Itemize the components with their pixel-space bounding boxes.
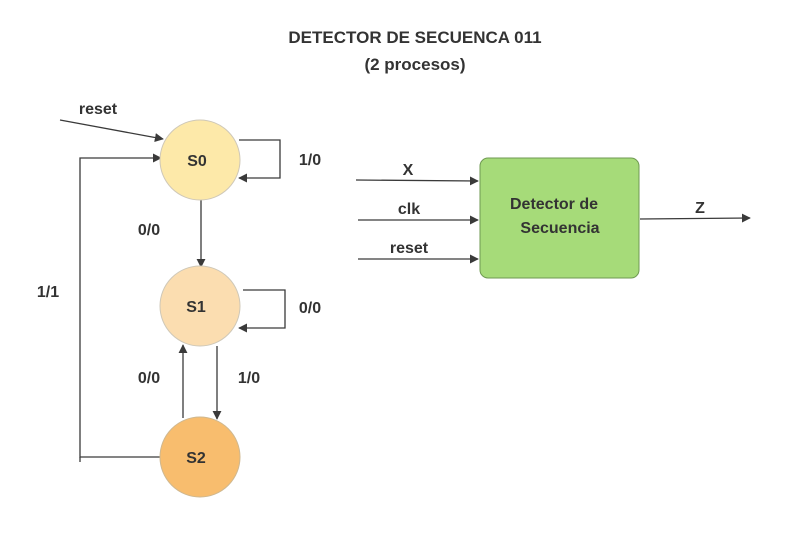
state-s0-label: S0 (187, 153, 207, 170)
input-x-arrow (355, 176, 479, 186)
state-s1-label: S1 (186, 299, 206, 316)
state-s2: S2 (159, 416, 241, 498)
s2-to-s0-label: 1/1 (37, 284, 59, 301)
state-s0: S0 (159, 119, 241, 201)
s2-to-s0-edge (79, 153, 162, 458)
s0-self-loop-label: 1/0 (299, 152, 321, 169)
s1-to-s2-label: 1/0 (238, 370, 260, 387)
output-z-arrow (639, 213, 751, 223)
state-s2-circle (159, 416, 241, 498)
state-s2-label: S2 (186, 450, 206, 467)
input-x-label: X (403, 162, 414, 179)
detector-block-label-line1: Detector de (510, 196, 598, 213)
input-reset-label: reset (390, 240, 429, 257)
state-s0-circle (159, 119, 241, 201)
input-clk-label: clk (398, 201, 420, 218)
s0-self-loop (238, 139, 281, 183)
state-s1: S1 (159, 265, 241, 347)
state-s1-circle (159, 265, 241, 347)
detector-block-label-line2: Secuencia (520, 220, 599, 237)
diagram-title: DETECTOR DE SECUENCA 011 (288, 28, 541, 47)
reset-edge-label: reset (79, 101, 118, 118)
detector-block-box (479, 157, 640, 279)
s0-to-s1-label: 0/0 (138, 222, 160, 239)
diagram-subtitle: (2 procesos) (364, 55, 465, 74)
reset-edge (59, 119, 164, 142)
s1-self-loop (238, 289, 286, 333)
s2-to-s1-label: 0/0 (138, 370, 160, 387)
detector-block: Detector de Secuencia (479, 157, 640, 279)
output-z-label: Z (695, 200, 705, 217)
s1-self-loop-label: 0/0 (299, 300, 321, 317)
